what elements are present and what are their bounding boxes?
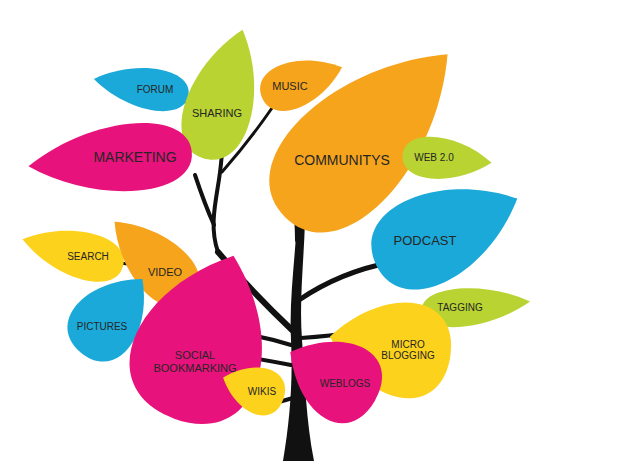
leaf-label: COMMUNITYS bbox=[294, 152, 390, 168]
leaf-label: TAGGING bbox=[437, 302, 482, 314]
leaf-node: MUSIC bbox=[272, 80, 307, 93]
leaf-node: VIDEO bbox=[148, 266, 182, 279]
leaf-label: WEB 2.0 bbox=[414, 152, 453, 164]
leaf-label: SHARING bbox=[192, 107, 242, 120]
leaf-outline bbox=[356, 157, 535, 304]
leaf-outline bbox=[90, 59, 192, 116]
leaf-outline bbox=[270, 318, 395, 436]
leaf-node: WEB 2.0 bbox=[414, 152, 453, 164]
leaf-label: MICRO BLOGGING bbox=[377, 339, 439, 362]
leaf-node: MICRO BLOGGING bbox=[377, 339, 439, 362]
trunk bbox=[283, 220, 314, 461]
leaf-node: MARKETING bbox=[93, 149, 176, 165]
leaf-node: COMMUNITYS bbox=[294, 152, 390, 168]
leaf-node: WIKIS bbox=[248, 386, 276, 398]
leaf-node: WEBLOGS bbox=[320, 378, 371, 390]
leaf-node: SHARING bbox=[192, 107, 242, 120]
leaf-node: PICTURES bbox=[77, 321, 128, 333]
leaf-label: PICTURES bbox=[77, 321, 128, 333]
leaf-label: SEARCH bbox=[67, 251, 109, 263]
leaf-label: VIDEO bbox=[148, 266, 182, 279]
leaf-node: TAGGING bbox=[437, 302, 482, 314]
leaf-outline bbox=[17, 217, 130, 289]
leaf-outline bbox=[401, 134, 494, 183]
leaf-label: WEBLOGS bbox=[320, 378, 371, 390]
leaf-node: SEARCH bbox=[67, 251, 109, 263]
leaf-label: MUSIC bbox=[272, 80, 307, 93]
leaf-node: FORUM bbox=[137, 84, 174, 96]
leaf-label: PODCAST bbox=[394, 234, 457, 249]
leaf-outline bbox=[215, 356, 291, 422]
leaf-node: SOCIAL BOOKMARKING bbox=[145, 349, 245, 374]
leaf-label: WIKIS bbox=[248, 386, 276, 398]
leaf-label: FORUM bbox=[137, 84, 174, 96]
leaf-outline bbox=[113, 234, 294, 441]
leaf-label: MARKETING bbox=[93, 149, 176, 165]
leaf-node: PODCAST bbox=[394, 234, 457, 249]
leaf-outline bbox=[26, 118, 195, 200]
leaf-label: SOCIAL BOOKMARKING bbox=[145, 349, 245, 374]
